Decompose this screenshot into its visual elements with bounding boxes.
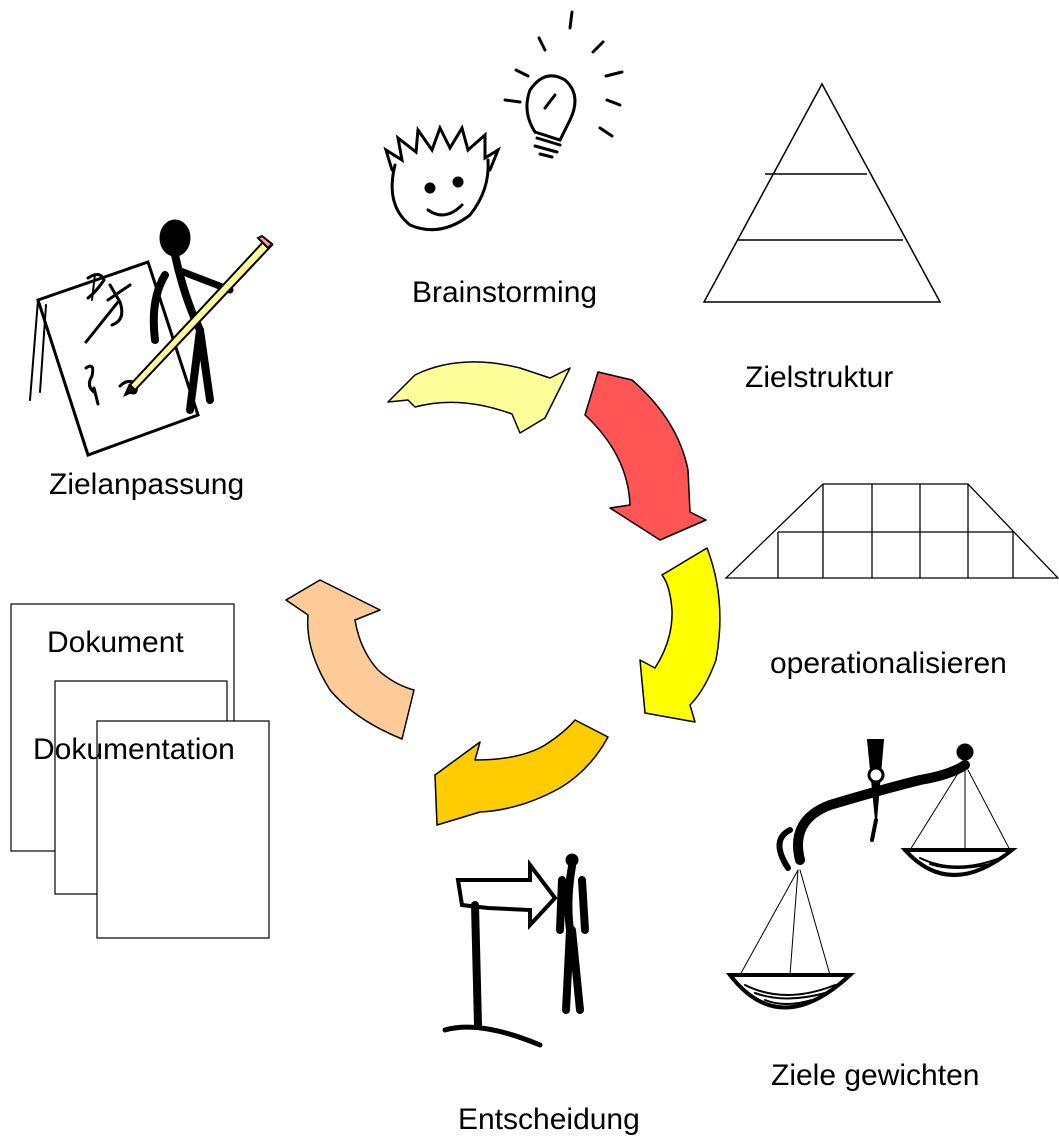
arrow-zielstruktur [584, 371, 707, 541]
label-ziele-gewichten: Ziele gewichten [771, 1059, 979, 1092]
label-brainstorming: Brainstorming [412, 276, 597, 309]
balance-scale-icon [725, 739, 1018, 1010]
document-stack-icon [10, 603, 270, 939]
trapezoid-grid-icon [724, 483, 1059, 579]
label-dokument: Dokument [47, 626, 184, 659]
cycle-arrows [285, 361, 721, 826]
label-dokumentation: Dokumentation [33, 733, 235, 766]
lightbulb-icon [503, 10, 624, 159]
label-entscheidung: Entscheidung [458, 1103, 640, 1136]
pyramid-icon [702, 82, 942, 303]
arrow-entscheidung [434, 719, 609, 826]
label-operationalisieren: operationalisieren [770, 647, 1007, 680]
signpost-figure-icon [442, 853, 589, 1048]
idea-face-icon [383, 124, 502, 232]
arrow-operationalisieren [639, 547, 721, 723]
writing-figure-icon [29, 219, 274, 457]
label-zielanpassung: Zielanpassung [49, 468, 244, 501]
label-zielstruktur: Zielstruktur [745, 361, 893, 394]
arrow-dokumentation [285, 579, 415, 740]
arrow-brainstorming [387, 361, 571, 434]
